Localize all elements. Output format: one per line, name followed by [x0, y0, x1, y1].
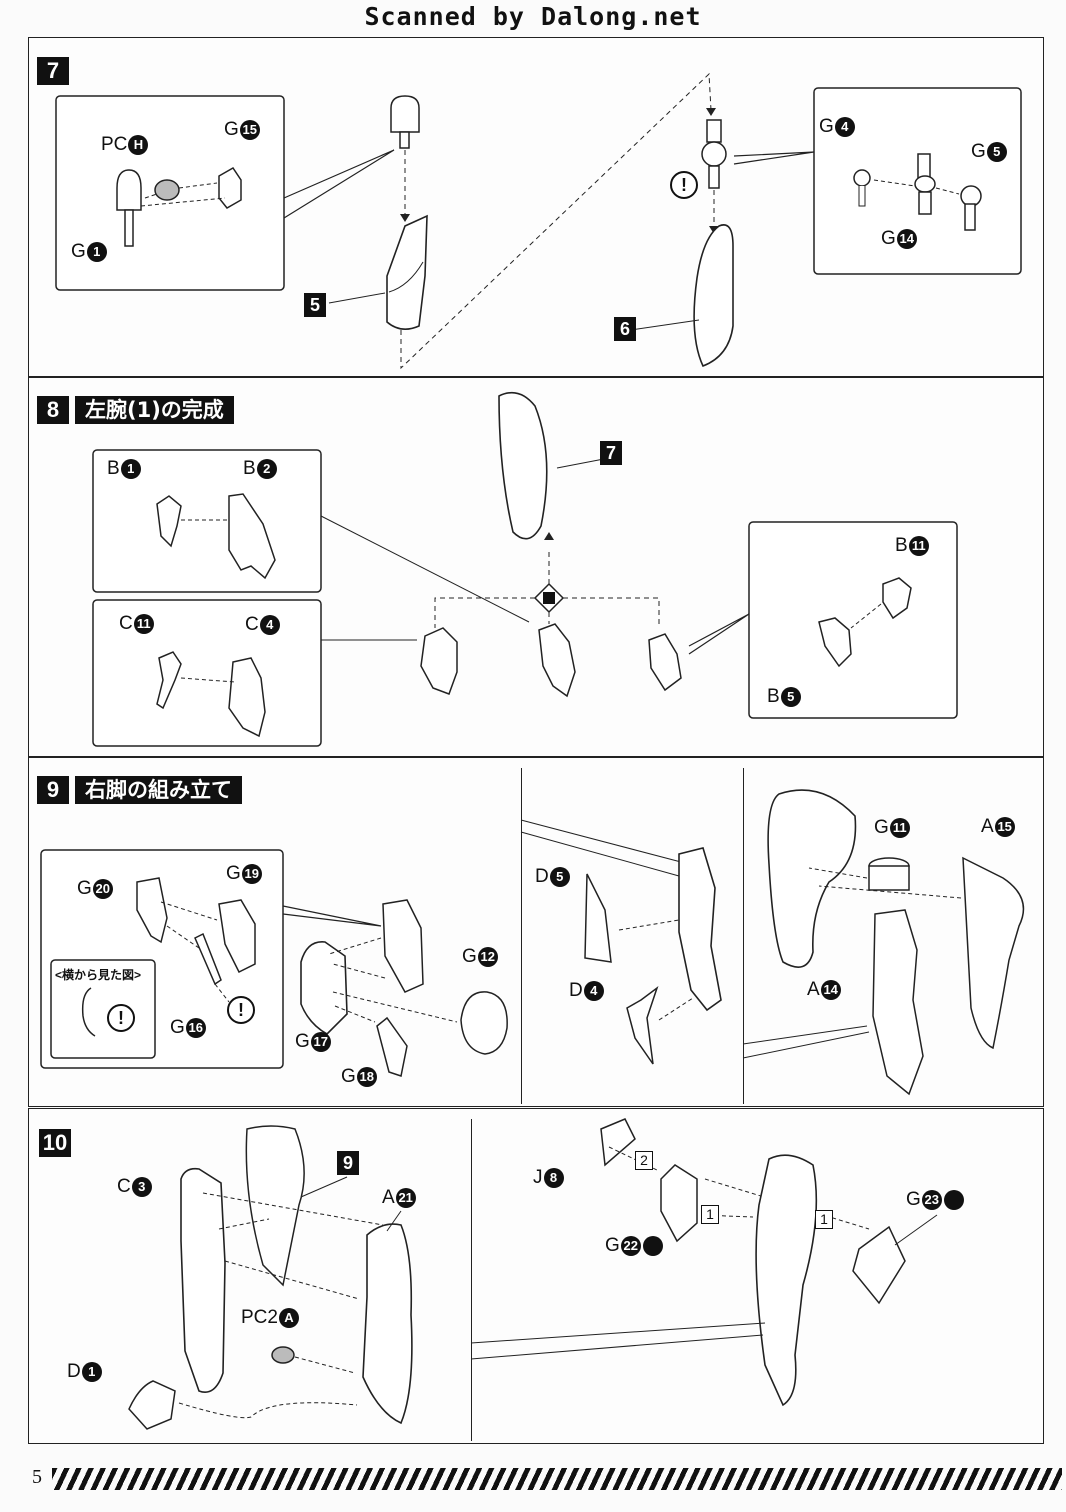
alt-part-icon [943, 1189, 964, 1210]
ref-step-5: 5 [304, 293, 326, 317]
ref-step-9: 9 [337, 1151, 359, 1175]
order-marker-2: 2 [635, 1151, 653, 1170]
step-8-number: 8 [37, 396, 69, 424]
step-9-illustration [40, 789, 1025, 1096]
page-number: 5 [32, 1466, 42, 1488]
ref-step-6: 6 [614, 317, 636, 341]
scan-credit: Scanned by Dalong.net [364, 2, 702, 31]
step-10-number: 10 [39, 1129, 71, 1157]
divider [521, 768, 522, 1104]
step-9-title: 右脚の組み立て [75, 776, 242, 804]
step-7-illustration [55, 72, 1022, 370]
step-10-illustration [128, 1118, 938, 1430]
step-8-title: 左腕(1)の完成 [75, 396, 234, 424]
step-9-panel: 9 右脚の組み立て [28, 757, 1044, 1107]
step-7-number: 7 [37, 57, 69, 85]
divider [743, 768, 744, 1104]
side-view-caption: <横から見た図> [55, 968, 142, 982]
alt-part-icon [642, 1235, 663, 1256]
step-7-panel: 7 [28, 37, 1044, 377]
order-marker-1: 1 [701, 1205, 719, 1224]
caution-icon: ! [227, 996, 255, 1024]
order-marker-1: 1 [815, 1210, 833, 1229]
divider [471, 1119, 472, 1441]
footer-stripes [52, 1468, 1062, 1490]
step-8-illustration [92, 391, 958, 747]
ref-step-7: 7 [600, 441, 622, 465]
caution-icon: ! [107, 1004, 135, 1032]
caution-icon: ! [670, 171, 698, 199]
step-9-number: 9 [37, 776, 69, 804]
